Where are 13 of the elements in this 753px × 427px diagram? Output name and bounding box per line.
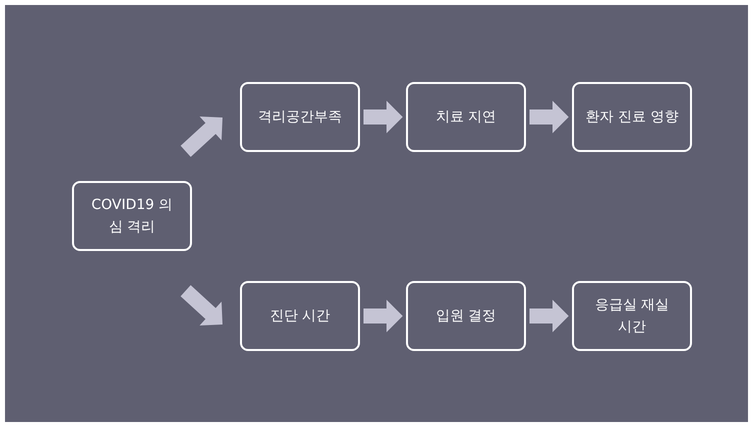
process-box: 진단 시간 — [240, 281, 360, 351]
process-box: 환자 진료 영향 — [572, 82, 692, 152]
process-box: 응급실 재실 시간 — [572, 281, 692, 351]
process-box: 입원 결정 — [406, 281, 526, 351]
process-box: COVID19 의심 격리 — [72, 181, 192, 251]
process-box: 치료 지연 — [406, 82, 526, 152]
arrow — [530, 100, 569, 134]
arrow — [530, 300, 569, 332]
arrow — [180, 285, 223, 326]
arrow — [364, 300, 403, 332]
arrow — [180, 116, 223, 157]
arrow — [364, 100, 403, 134]
process-box: 격리공간부족 — [240, 82, 360, 152]
